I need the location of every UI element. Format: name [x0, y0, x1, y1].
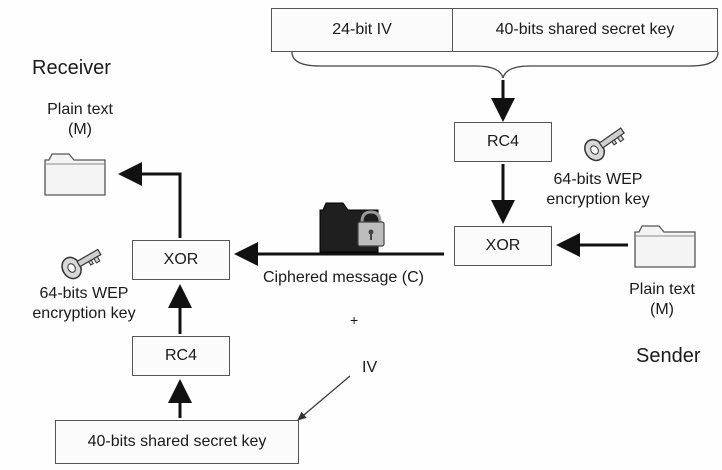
sender-wep-line2: encryption key	[546, 191, 650, 208]
receiver-plaintext-line2: (M)	[68, 121, 92, 138]
iv-header-label: 24-bit IV	[332, 21, 392, 38]
sender-key-icon	[584, 127, 625, 162]
sender-rc4-box: RC4	[454, 122, 552, 162]
receiver-wep-key-label: 64-bits WEP encryption key	[14, 284, 154, 324]
iv-thin-arrow	[297, 375, 351, 421]
receiver-xor-label: XOR	[163, 251, 199, 268]
receiver-wep-line2: encryption key	[32, 305, 136, 322]
locked-folder-icon	[319, 202, 385, 253]
plus-sign: +	[350, 312, 359, 328]
key-header-box: 40-bits shared secret key	[452, 8, 718, 52]
key-header-label: 40-bits shared secret key	[495, 21, 675, 38]
receiver-wep-line1: 64-bits WEP	[39, 285, 129, 302]
sender-folder-icon	[634, 225, 696, 268]
receiver-shared-key-box: 40-bits shared secret key	[55, 420, 299, 464]
receiver-title: Receiver	[32, 57, 111, 79]
sender-rc4-label: RC4	[486, 133, 519, 150]
iv-label: IV	[362, 359, 378, 376]
receiver-plaintext-label: Plain text (M)	[40, 100, 120, 140]
ciphered-message-label: Ciphered message (C)	[263, 269, 424, 286]
receiver-plaintext-line1: Plain text	[47, 101, 113, 118]
receiver-rc4-box: RC4	[132, 336, 230, 376]
sender-title: Sender	[636, 345, 701, 367]
receiver-key-icon	[61, 248, 102, 280]
sender-plaintext-label: Plain text (M)	[622, 280, 702, 320]
receiver-xor-box: XOR	[132, 240, 230, 280]
header-brace	[291, 51, 719, 79]
sender-xor-label: XOR	[485, 237, 521, 254]
receiver-rc4-label: RC4	[164, 347, 197, 364]
receiver-shared-key-label: 40-bits shared secret key	[87, 433, 267, 450]
sender-plaintext-line2: (M)	[650, 301, 674, 318]
sender-wep-line1: 64-bits WEP	[553, 171, 643, 188]
sender-xor-box: XOR	[454, 226, 552, 266]
sender-wep-key-label: 64-bits WEP encryption key	[528, 170, 668, 210]
receiver-xor-to-plaintext-line	[118, 162, 182, 238]
iv-header-box: 24-bit IV	[271, 8, 453, 52]
receiver-folder-icon	[44, 153, 106, 196]
sender-plaintext-line1: Plain text	[629, 281, 695, 298]
